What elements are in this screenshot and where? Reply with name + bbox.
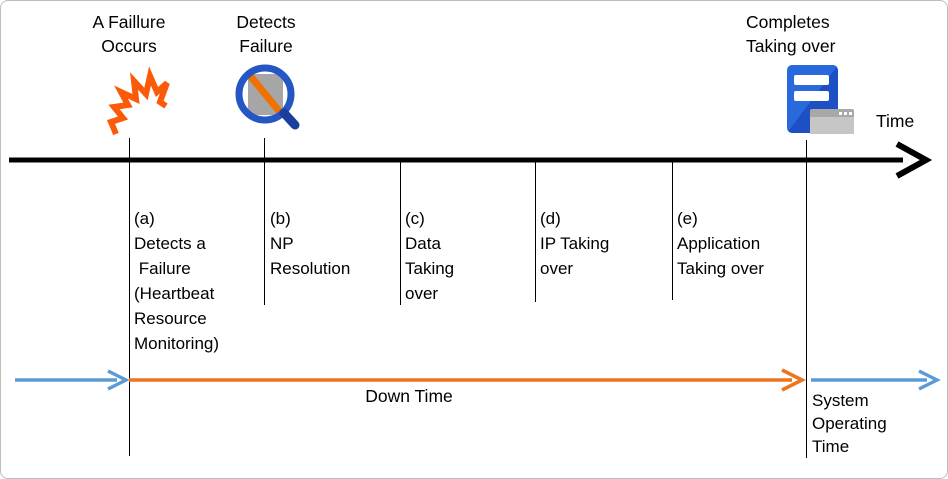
completes-takeover-label: Completes Taking over	[746, 12, 836, 56]
system-operating-arrow	[811, 369, 941, 391]
phase-c-label: (c) Data Taking over	[405, 209, 455, 303]
tick-detects-failure	[264, 138, 266, 305]
tick-phase-e	[672, 159, 674, 300]
tick-failure-occurs	[129, 138, 131, 456]
phase-b-label: (b) NP Resolution	[270, 209, 351, 278]
phase-e-label: (e) Application Taking over	[677, 209, 764, 278]
tick-phase-d	[535, 159, 537, 302]
tick-completes-takeover	[806, 140, 808, 458]
detects-failure-label: Detects Failure	[236, 12, 296, 56]
spark-icon	[106, 66, 170, 136]
magnifier-icon	[235, 64, 300, 130]
time-label: Time	[876, 111, 915, 131]
pre-failure-operating-arrow	[15, 369, 130, 391]
phase-a-label: (a) Detects a Failure (Heartbeat Resourc…	[134, 209, 220, 353]
timeline-arrow	[9, 141, 933, 179]
tick-phase-c	[400, 159, 402, 305]
down-time-arrow	[129, 368, 807, 392]
server-icon	[787, 65, 854, 134]
system-operating-time-label: System Operating Time	[812, 391, 887, 456]
phase-d-label: (d) IP Taking over	[540, 209, 610, 278]
down-time-label: Down Time	[365, 386, 453, 406]
failure-occurs-label: A Faillure Occurs	[92, 12, 166, 56]
